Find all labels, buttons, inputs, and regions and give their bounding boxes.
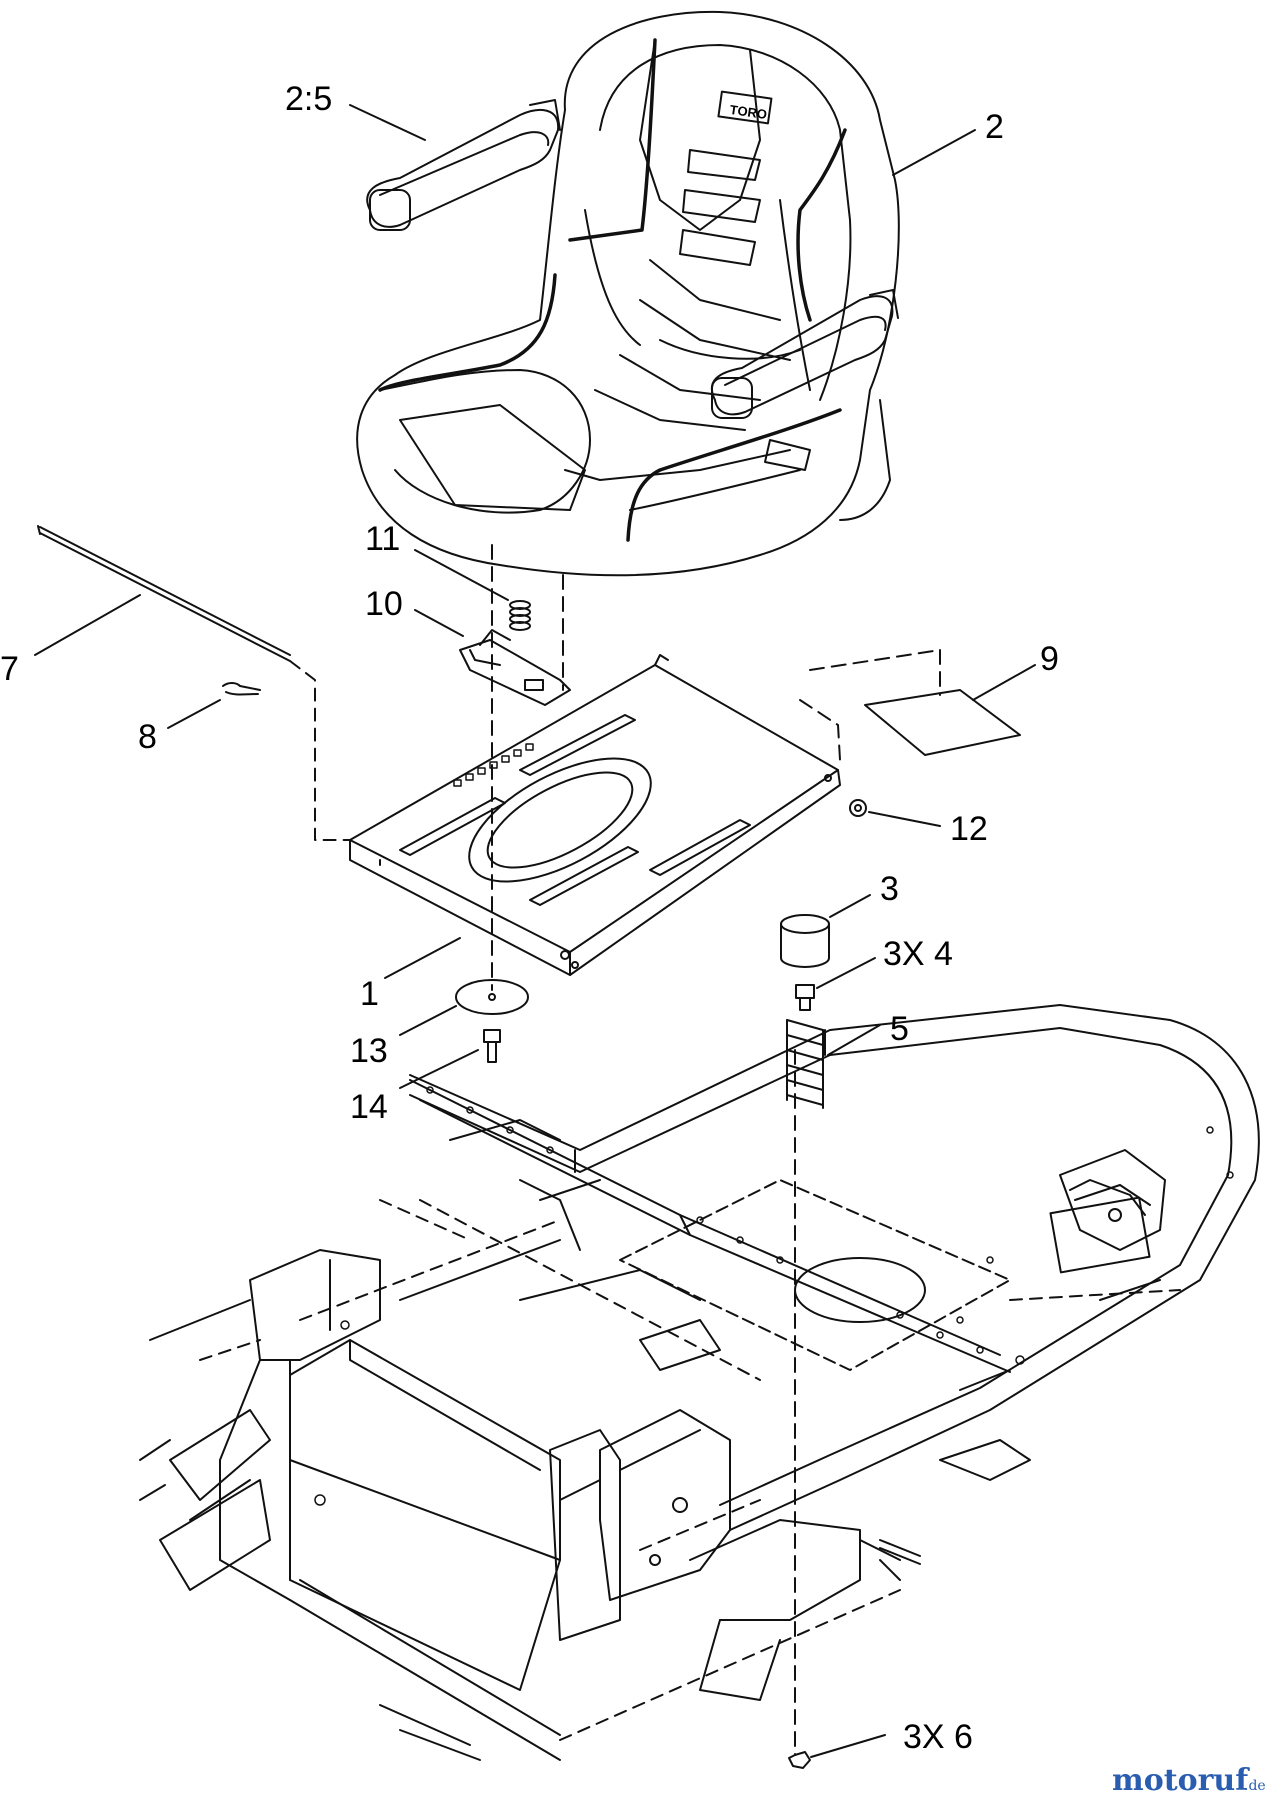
- nut-12: [849, 799, 867, 817]
- bolt-14: [483, 1029, 501, 1063]
- seat: [356, 10, 900, 577]
- callout-12: 12: [950, 810, 988, 848]
- watermark-text: motoruf: [1112, 1763, 1250, 1798]
- leader-11: [414, 549, 509, 601]
- callout-2-5: 2:5: [285, 80, 332, 118]
- seat-bracket: [459, 629, 571, 706]
- leader-1: [384, 937, 461, 979]
- leader-8: [167, 699, 221, 729]
- callout-2: 2: [985, 108, 1004, 146]
- bumper-3: [780, 914, 830, 968]
- callout-3: 3: [880, 870, 899, 908]
- callout-9: 9: [1040, 640, 1059, 678]
- callout-8: 8: [138, 718, 157, 756]
- seat-spring-small: [509, 600, 531, 631]
- leader-12: [868, 811, 941, 827]
- spring-5: [786, 1019, 824, 1109]
- callout-1: 1: [360, 975, 379, 1013]
- leader-2-5: [349, 104, 426, 141]
- leader-10: [414, 609, 464, 637]
- leader-9: [972, 664, 1036, 701]
- callout-13: 13: [350, 1032, 388, 1070]
- watermark-suffix: .de: [1244, 1778, 1266, 1794]
- callout-3x4: 3X 4: [883, 935, 953, 973]
- seat-adjust-rod: [37, 525, 291, 662]
- leader-5: [827, 1024, 881, 1056]
- armrest-right: [710, 289, 899, 419]
- watermark-logo: motoruf .de: [1112, 1763, 1266, 1798]
- callout-10: 10: [365, 585, 403, 623]
- leader-3x4: [816, 957, 876, 989]
- leader-7: [34, 594, 141, 656]
- seat-logo: TORO: [729, 102, 768, 122]
- hair-pin-clip: [222, 682, 261, 696]
- bolt-4: [795, 984, 815, 1011]
- leader-14: [399, 1049, 479, 1089]
- leader-3x6: [810, 1734, 886, 1758]
- bolt-6: [788, 1751, 811, 1769]
- mower-frame: [139, 1004, 1260, 1761]
- leader-2: [892, 129, 976, 176]
- armrest-left: [366, 99, 561, 231]
- callout-5: 5: [890, 1010, 909, 1048]
- callout-11: 11: [365, 520, 400, 558]
- callout-7: 7: [0, 650, 19, 688]
- washer-13: [455, 979, 529, 1015]
- decal-9: [864, 689, 1021, 756]
- leader-13: [399, 1005, 457, 1036]
- seat-plate: [349, 654, 841, 976]
- leader-3: [829, 894, 871, 918]
- callout-3x6: 3X 6: [903, 1718, 973, 1756]
- callout-14: 14: [350, 1088, 388, 1126]
